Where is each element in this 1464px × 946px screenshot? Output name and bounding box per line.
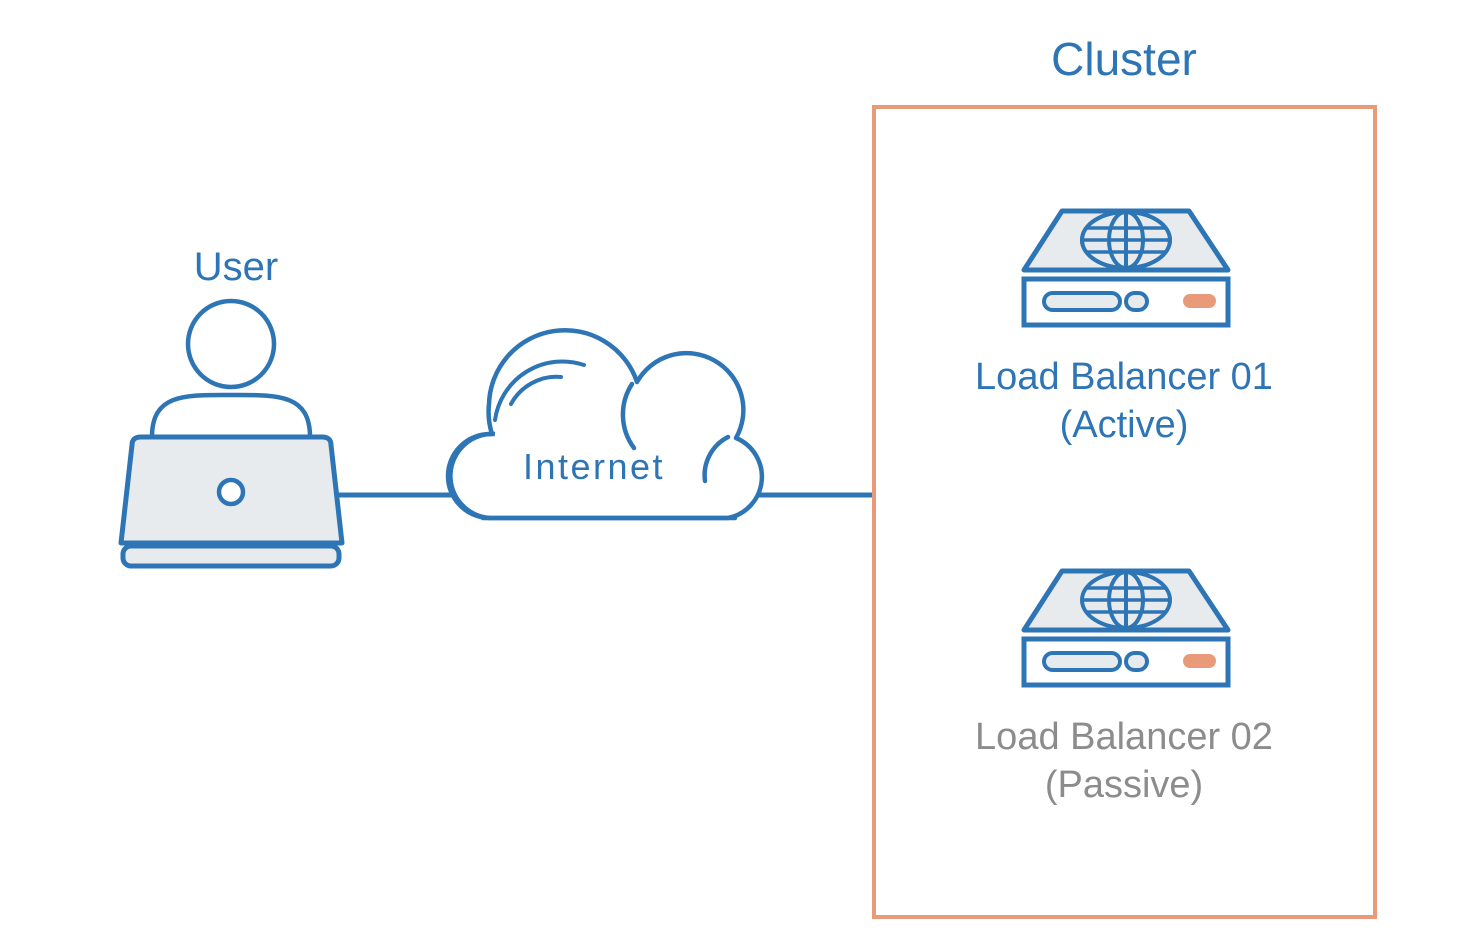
laptop-camera-icon	[216, 477, 246, 507]
user-head-icon	[185, 298, 277, 390]
internet-node: Internet	[445, 328, 765, 521]
lb02-button-icon	[1124, 651, 1149, 672]
user-label: User	[194, 245, 278, 289]
user-laptop-icon	[118, 298, 345, 569]
user-shoulders-icon	[149, 392, 313, 440]
cloud-sheen-inner-icon	[509, 374, 563, 406]
load-balancer-01-status: (Active)	[1060, 404, 1189, 446]
lb02-status-indicator-icon	[1183, 654, 1216, 668]
cloud-icon	[445, 328, 765, 521]
lb01-status-indicator-icon	[1183, 294, 1216, 308]
cloud-sheen-outer-icon	[493, 359, 586, 422]
load-balancer-01-icon	[1021, 208, 1231, 328]
lb02-slot-icon	[1042, 651, 1122, 672]
cloud-bubble-corner-icon	[702, 434, 731, 484]
load-balancer-01-node: Load Balancer 01 (Active)	[975, 208, 1273, 446]
lb01-button-icon	[1124, 291, 1149, 312]
cluster-box	[872, 105, 1377, 919]
cloud-bubble-right-icon	[620, 381, 637, 451]
cloud-outline-icon	[445, 328, 765, 521]
load-balancer-02-node: Load Balancer 02 (Passive)	[975, 568, 1273, 806]
load-balancer-02-status: (Passive)	[1045, 764, 1203, 806]
lb02-globe-icon	[1080, 570, 1172, 630]
lb01-slot-icon	[1042, 291, 1122, 312]
internet-label: Internet	[523, 446, 665, 487]
load-balancer-02-name: Load Balancer 02	[975, 716, 1273, 758]
load-balancer-02-icon	[1021, 568, 1231, 688]
cloud-bump-left-icon	[448, 431, 496, 521]
load-balancer-01-name: Load Balancer 01	[975, 356, 1273, 398]
lb01-globe-outline-icon	[1080, 210, 1172, 270]
cluster-title: Cluster	[1051, 33, 1197, 85]
laptop-base-icon	[120, 543, 342, 569]
user-node: User	[118, 245, 345, 569]
